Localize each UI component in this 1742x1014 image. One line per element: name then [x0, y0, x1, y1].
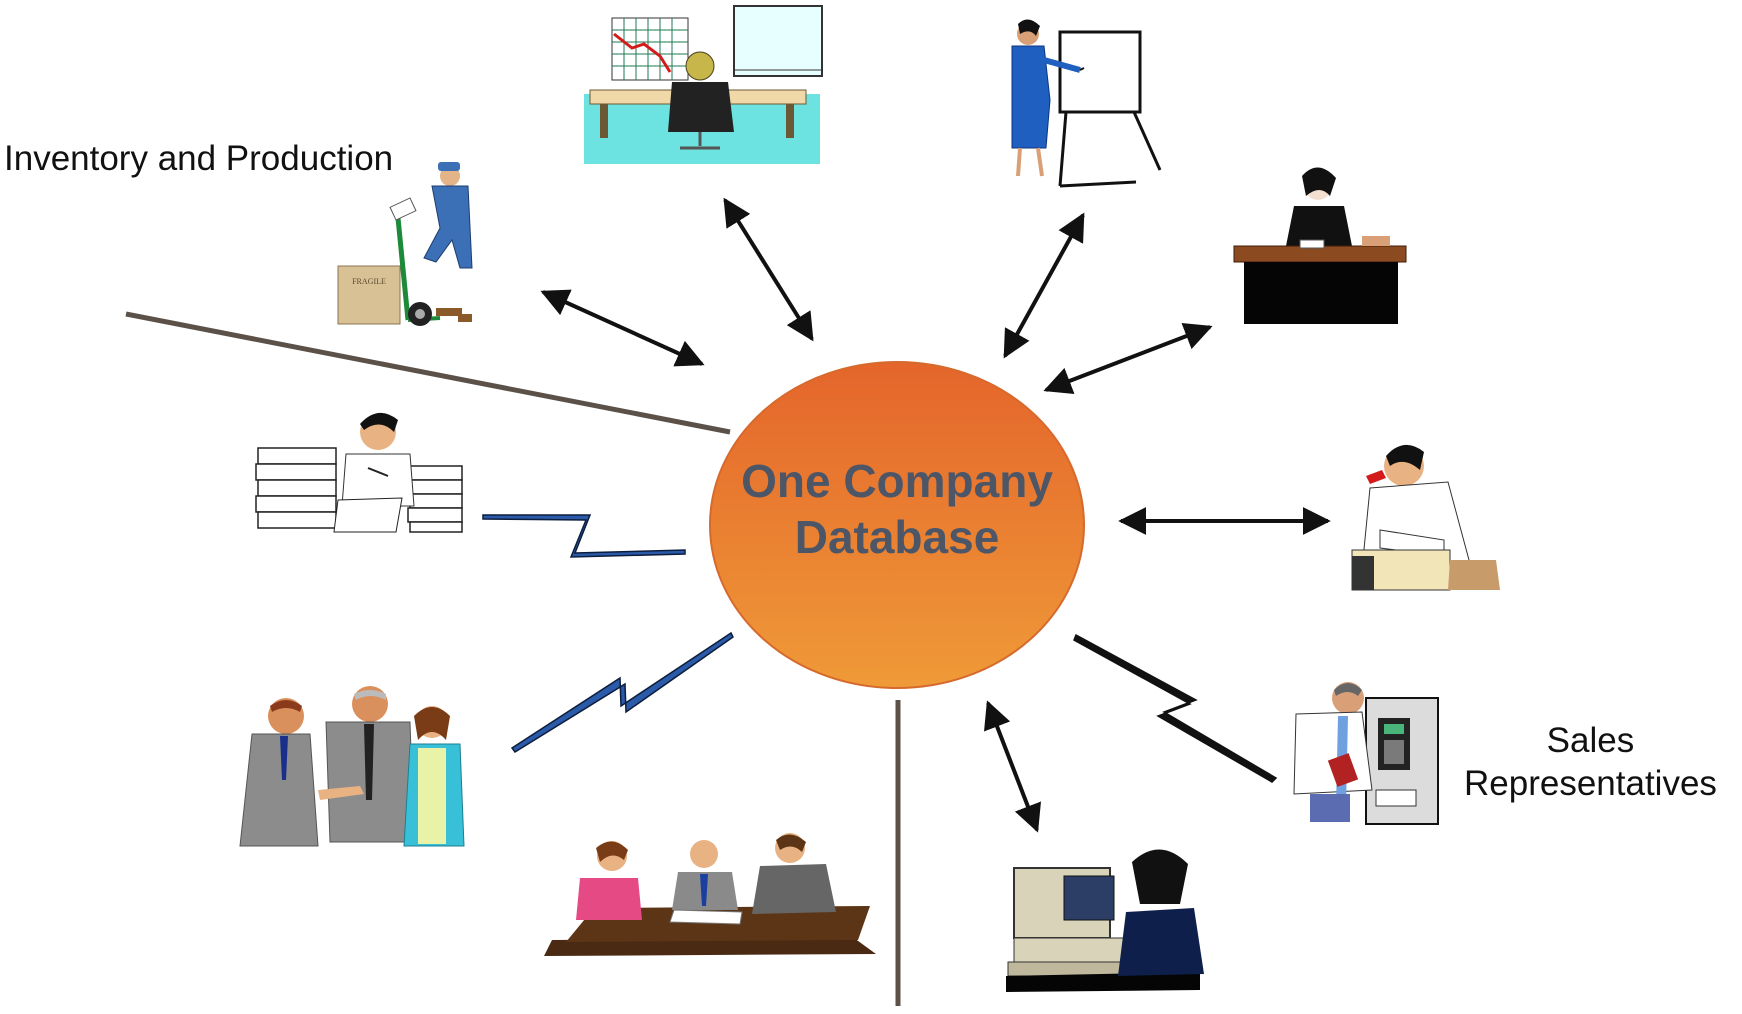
center-title-line-2: Database: [794, 511, 1000, 563]
svg-text:FRAGILE: FRAGILE: [352, 277, 386, 286]
lightning-paperwork: [482, 514, 686, 558]
arrow-inventory: [540, 289, 705, 367]
label-sales-line-1: Sales: [1546, 721, 1635, 760]
center-title-line-1: One Company: [741, 455, 1053, 507]
meeting-table-icon: [544, 833, 876, 956]
inventory-worker-hand-truck-icon: FRAGILE: [337, 162, 473, 326]
arrow-operator: [984, 700, 1041, 833]
lightning-handshake: [510, 631, 734, 753]
label-inventory-production: Inventory and Production: [4, 139, 394, 178]
analyst-desk-chart-icon: [584, 5, 823, 164]
database-circle: [709, 361, 1085, 689]
label-sales-line-2: Representatives: [1464, 763, 1717, 803]
receptionist-phone-desk-icon: [1233, 167, 1407, 324]
center-title: One Company Database: [712, 453, 1082, 565]
phone-computer-user-icon: [1351, 444, 1500, 591]
paperwork-clerk-icon: [255, 412, 463, 533]
lightning-sales: [1073, 633, 1278, 783]
computer-operator-icon: [1006, 849, 1204, 992]
divider-line-left: [125, 311, 731, 435]
handshake-group-icon: [239, 686, 465, 847]
sales-rep-payphone-icon: [1293, 682, 1439, 825]
label-sales-representatives: Sales Representatives: [1464, 720, 1717, 805]
arrow-presenter: [1003, 212, 1085, 359]
presenter-flipchart-icon: [1011, 19, 1162, 188]
arrow-analyst: [723, 197, 814, 342]
arrow-receptionist: [1043, 322, 1213, 395]
